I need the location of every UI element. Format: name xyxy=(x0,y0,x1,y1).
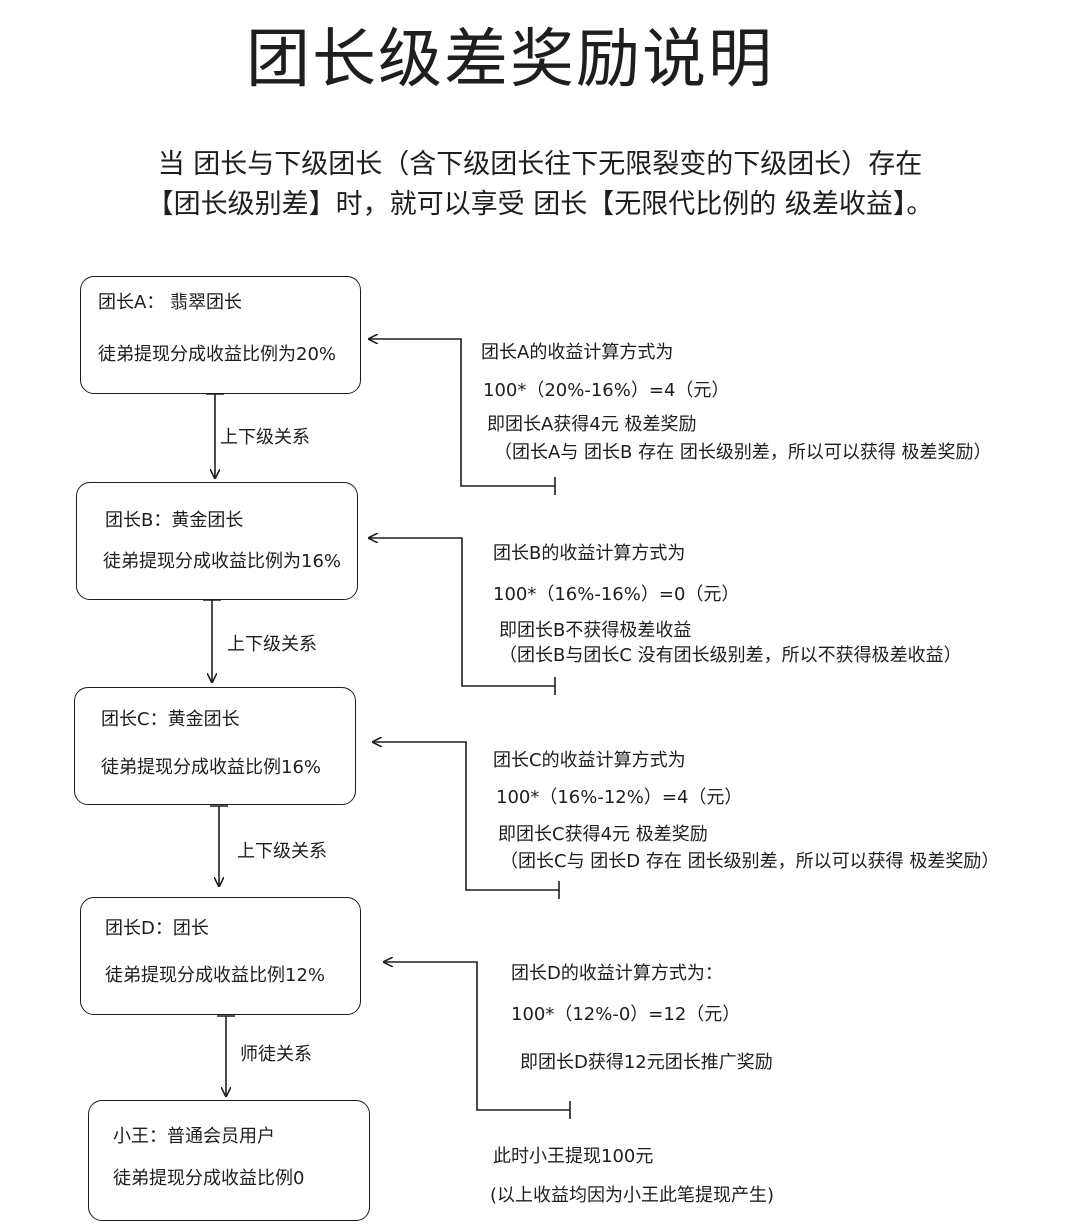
box-b-name: 团长B：黄金团长 xyxy=(105,510,244,531)
note-a-result: 即团长A获得4元 极差奖励 xyxy=(487,414,697,435)
note-a-formula: 100*（20%-16%）=4（元） xyxy=(483,380,730,401)
intro-line-1: 当 团长与下级团长（含下级团长往下无限裂变的下级团长）存在 xyxy=(157,149,923,180)
return-arrow-a xyxy=(369,339,555,487)
note-b-result: 即团长B不获得极差收益 xyxy=(499,620,692,641)
box-leader-b xyxy=(76,482,358,600)
box-xiaowang xyxy=(88,1100,370,1221)
note-b-head: 团长B的收益计算方式为 xyxy=(493,543,686,564)
box-c-ratio: 徒弟提现分成收益比例16% xyxy=(101,757,322,778)
box-leader-d xyxy=(80,897,361,1015)
note-c-formula: 100*（16%-12%）=4（元） xyxy=(496,787,743,808)
box-a-name: 团长A： 翡翠团长 xyxy=(98,292,243,313)
note-a-head: 团长A的收益计算方式为 xyxy=(481,342,674,363)
note-c-head: 团长C的收益计算方式为 xyxy=(493,750,686,771)
box-b-ratio: 徒弟提现分成收益比例为16% xyxy=(103,551,342,572)
note-b-reason: （团长B与团长C 没有团长级别差，所以不获得极差收益） xyxy=(499,645,962,666)
note-b-formula: 100*（16%-16%）=0（元） xyxy=(493,584,740,605)
box-a-ratio: 徒弟提现分成收益比例为20% xyxy=(98,344,337,365)
note-c-result: 即团长C获得4元 极差奖励 xyxy=(498,824,708,845)
box-d-ratio: 徒弟提现分成收益比例12% xyxy=(105,965,326,986)
relation-label-3: 上下级关系 xyxy=(237,841,327,862)
footer-line-1: 此时小王提现100元 xyxy=(493,1146,654,1167)
note-a-reason: （团长A与 团长B 存在 团长级别差，所以可以获得 极差奖励） xyxy=(494,442,992,463)
return-arrow-d xyxy=(384,962,570,1111)
relation-label-1: 上下级关系 xyxy=(220,427,310,448)
relation-label-2: 上下级关系 xyxy=(227,634,317,655)
box-d-name: 团长D：团长 xyxy=(105,918,209,939)
intro-line-2: 【团长级别差】时，就可以享受 团长【无限代比例的 级差收益】。 xyxy=(146,189,934,220)
relation-label-4: 师徒关系 xyxy=(240,1044,312,1065)
page-title: 团长级差奖励说明 xyxy=(246,23,774,97)
box-c-name: 团长C：黄金团长 xyxy=(101,709,240,730)
box-leader-a xyxy=(80,276,361,394)
note-d-head: 团长D的收益计算方式为： xyxy=(511,963,723,984)
note-c-reason: （团长C与 团长D 存在 团长级别差，所以可以获得 极差奖励） xyxy=(500,851,1000,872)
box-xiaowang-ratio: 徒弟提现分成收益比例0 xyxy=(113,1168,305,1189)
box-leader-c xyxy=(74,687,356,805)
intro-text: 当 团长与下级团长（含下级团长往下无限裂变的下级团长）存在 【团长级别差】时，就… xyxy=(80,145,1000,225)
footer-line-2: (以上收益均因为小王此笔提现产生) xyxy=(490,1185,775,1206)
box-xiaowang-name: 小王：普通会员用户 xyxy=(113,1126,275,1147)
note-d-formula: 100*（12%-0）=12（元） xyxy=(511,1004,741,1025)
note-d-result: 即团长D获得12元团长推广奖励 xyxy=(520,1052,773,1073)
return-arrow-b xyxy=(369,538,555,687)
return-arrow-c xyxy=(373,742,559,891)
